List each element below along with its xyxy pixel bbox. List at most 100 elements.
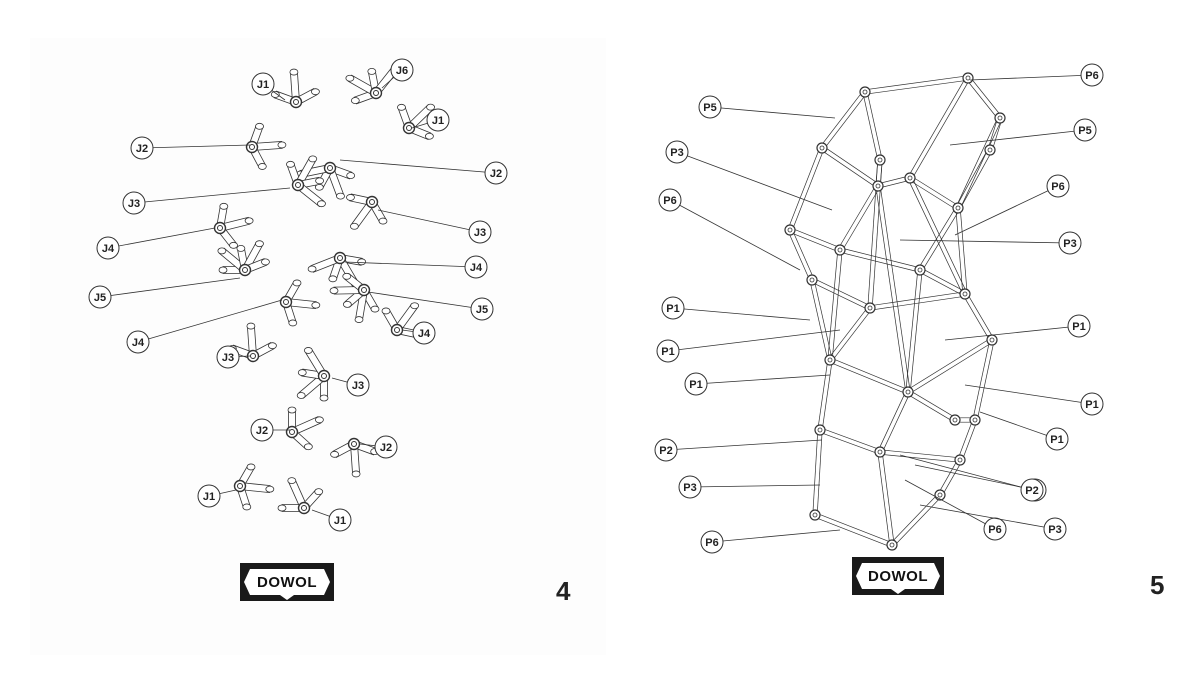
rod-edge — [827, 249, 839, 360]
rod-edge — [823, 145, 880, 185]
callout-j-9: J4 — [344, 255, 488, 279]
rod-edge — [959, 207, 968, 294]
label-text: P1 — [689, 379, 702, 391]
label-text: P3 — [683, 482, 696, 494]
hub-center — [301, 505, 307, 511]
arm-end — [328, 275, 338, 283]
arm-end — [315, 177, 324, 185]
arm-end — [277, 504, 287, 512]
rod-edge — [831, 309, 873, 362]
arm-end — [397, 103, 406, 111]
callout-j-17: J2 — [359, 435, 398, 459]
connector-hub — [291, 178, 305, 192]
rod-edge — [877, 390, 907, 452]
joint-connector-19 — [277, 477, 324, 515]
leader-line — [377, 209, 481, 233]
arm-end — [297, 369, 307, 376]
leader-line — [899, 454, 1033, 491]
arm-end — [265, 485, 275, 493]
joint-connector-7 — [346, 193, 388, 230]
page-number-5: 5 — [1150, 570, 1165, 600]
rod-edge — [881, 392, 911, 454]
label-circle — [390, 58, 414, 82]
frame-joint — [886, 539, 898, 551]
arm-end — [354, 316, 364, 323]
connector-hub — [369, 86, 383, 100]
arm-end — [307, 265, 317, 273]
label-circle — [661, 296, 685, 320]
callout-p-13: P1 — [979, 411, 1069, 451]
logo-text: DOWOL — [257, 573, 317, 591]
frame-joint-center — [809, 277, 815, 283]
callout-j-12: J4 — [126, 299, 283, 354]
connector-hub — [285, 425, 299, 439]
arm-end — [317, 200, 326, 208]
label-circle — [1045, 427, 1069, 451]
arm-end — [367, 68, 377, 75]
frame-joint-center — [889, 542, 895, 548]
rod-edge — [879, 185, 911, 392]
callout-p-6: P6 — [954, 174, 1070, 236]
connector-hub — [297, 501, 311, 515]
arm-end — [314, 488, 324, 496]
frame-joint-center — [827, 357, 833, 363]
label-circle — [1046, 174, 1070, 198]
rod-edge — [812, 429, 819, 515]
label-circle — [698, 95, 722, 119]
frame-joint — [984, 144, 996, 156]
rod-edge — [866, 91, 883, 160]
callout-p-20: P2 — [899, 454, 1044, 502]
rod-edge — [991, 118, 1003, 151]
leader-line — [919, 504, 1056, 530]
callout-j-6: J3 — [122, 187, 291, 215]
rod-edge — [941, 460, 963, 497]
callout-p-2: P6 — [969, 63, 1104, 87]
label-text: J2 — [256, 425, 268, 437]
frame-joint — [809, 509, 821, 521]
frame-joint-center — [877, 157, 883, 163]
leader-line — [665, 439, 823, 451]
frame-joint-center — [907, 175, 913, 181]
leader-line — [669, 199, 801, 271]
connector-hub — [289, 95, 303, 109]
label-circle — [197, 484, 221, 508]
rod-edge — [839, 251, 920, 273]
label-circle — [484, 161, 508, 185]
label-text: J6 — [396, 65, 408, 77]
rod-edge — [810, 281, 870, 311]
label-text: P6 — [663, 195, 676, 207]
arm-end — [246, 322, 256, 330]
connector-hub — [233, 479, 247, 493]
label-circle — [328, 508, 352, 532]
arm-end — [424, 132, 434, 140]
arm-end — [270, 91, 280, 98]
label-circle — [426, 108, 450, 132]
callout-j-18: J1 — [197, 484, 237, 508]
arm-end — [342, 300, 352, 308]
leader-line — [689, 484, 821, 488]
rod-edge — [790, 227, 841, 249]
joint-connector-15 — [296, 347, 331, 402]
rod-edge — [955, 208, 964, 295]
callout-j-11: J5 — [367, 291, 494, 321]
rod-edge — [814, 516, 892, 548]
connector-hub — [317, 369, 331, 383]
callout-j-7: J3 — [377, 209, 492, 244]
joint-connector-11 — [329, 272, 380, 323]
label-text: J1 — [432, 115, 444, 127]
label-text: J1 — [257, 79, 269, 91]
frame-joint — [994, 112, 1006, 124]
callout-p-18: P6 — [904, 479, 1007, 541]
arm-end — [217, 247, 227, 255]
frame-joint — [986, 334, 998, 346]
rod-edge — [955, 148, 989, 208]
frame-joint — [824, 354, 836, 366]
frame-joint — [806, 274, 818, 286]
rod-edge — [791, 148, 825, 231]
label-text: P6 — [1051, 181, 1064, 193]
rod-edge — [937, 458, 959, 495]
frame-joint-center — [837, 247, 843, 253]
arm-end — [315, 416, 324, 424]
rod-edge — [875, 186, 907, 393]
rod-edge — [878, 179, 911, 189]
